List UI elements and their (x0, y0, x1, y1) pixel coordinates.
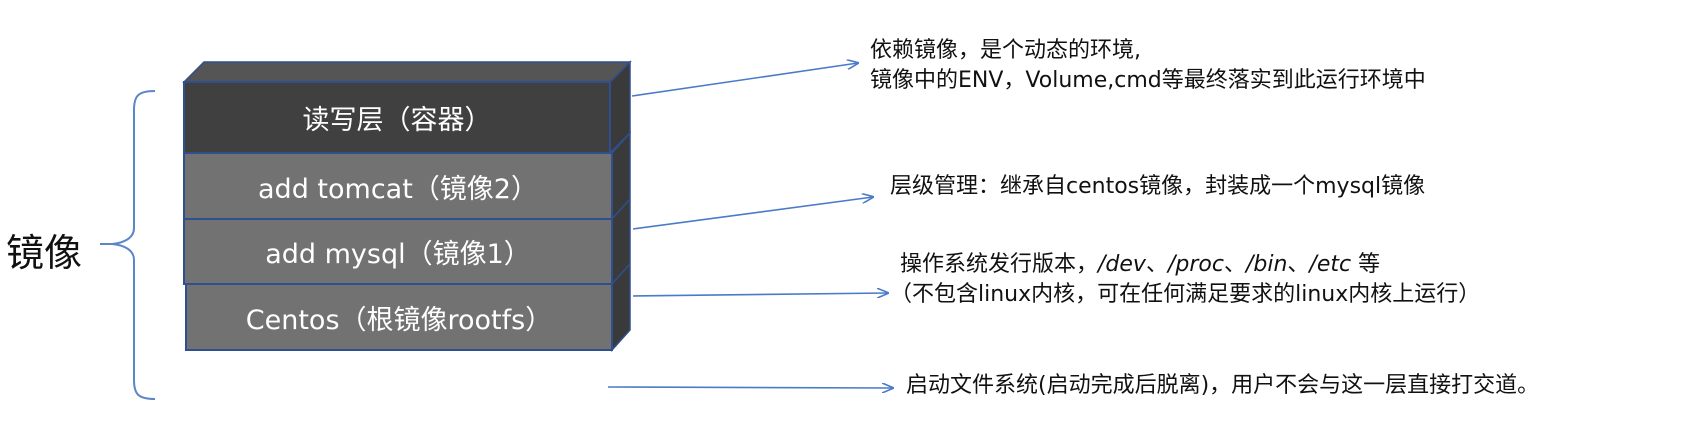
layer-centos-box (185, 283, 613, 351)
note-os: 操作系统发行版本，/dev、/proc、/bin、/etc 等 （不包含linu… (890, 250, 1480, 310)
note-os-dev: /dev (1098, 252, 1146, 277)
layer-mysql-label: add mysql（镜像1） (265, 239, 531, 270)
note-hierarchy-line1: 层级管理：继承自centos镜像，封装成一个mysql镜像 (890, 174, 1426, 199)
note-os-proc: /proc (1167, 252, 1224, 277)
side-step-edge (611, 263, 631, 285)
note-os-sep: 、 (1287, 252, 1310, 277)
note-readwrite-line1: 依赖镜像，是个动态的环境, (870, 38, 1141, 63)
note-os-bin: /bin (1245, 252, 1288, 277)
note-bootfs: 启动文件系统(启动完成后脱离)，用户不会与这一层直接打交道。 (906, 371, 1539, 401)
note-readwrite: 依赖镜像，是个动态的环境, 镜像中的ENV，Volume,cmd等最终落实到此运… (870, 36, 1426, 96)
image-side-label: 镜像 (6, 231, 83, 275)
layer-readwrite-label: 读写层（容器） (302, 105, 492, 136)
note-os-line2: （不包含linux内核，可在任何满足要求的linux内核上运行） (890, 282, 1481, 307)
note-os-sep: 、 (1145, 252, 1168, 277)
note-bootfs-line1: 启动文件系统(启动完成后脱离)，用户不会与这一层直接打交道。 (906, 373, 1540, 398)
arrow-readwrite (631, 63, 858, 97)
arrow-os (632, 293, 888, 296)
arrow-hierarchy (632, 197, 873, 230)
note-os-etc: /etc (1309, 252, 1352, 277)
image-brace (111, 90, 156, 400)
layer-readwrite-box (183, 81, 611, 154)
layer-tomcat-box (183, 152, 613, 220)
note-os-prefix: 操作系统发行版本， (900, 252, 1099, 277)
stack-top-face (182, 61, 632, 83)
layer-tomcat-label: add tomcat（镜像2） (258, 173, 538, 205)
note-os-sep: 、 (1223, 252, 1246, 277)
stack-side-face (611, 131, 631, 352)
arrow-bootfs (607, 387, 893, 388)
note-os-suffix: 等 (1358, 252, 1381, 277)
note-readwrite-line2: 镜像中的ENV，Volume,cmd等最终落实到此运行环境中 (870, 68, 1426, 93)
note-os-line1: 操作系统发行版本，/dev、/proc、/bin、/etc 等 (900, 250, 1480, 280)
layer-centos-label: Centos（根镜像rootfs） (245, 304, 553, 336)
note-hierarchy: 层级管理：继承自centos镜像，封装成一个mysql镜像 (890, 172, 1425, 202)
side-step-edge (611, 198, 631, 220)
